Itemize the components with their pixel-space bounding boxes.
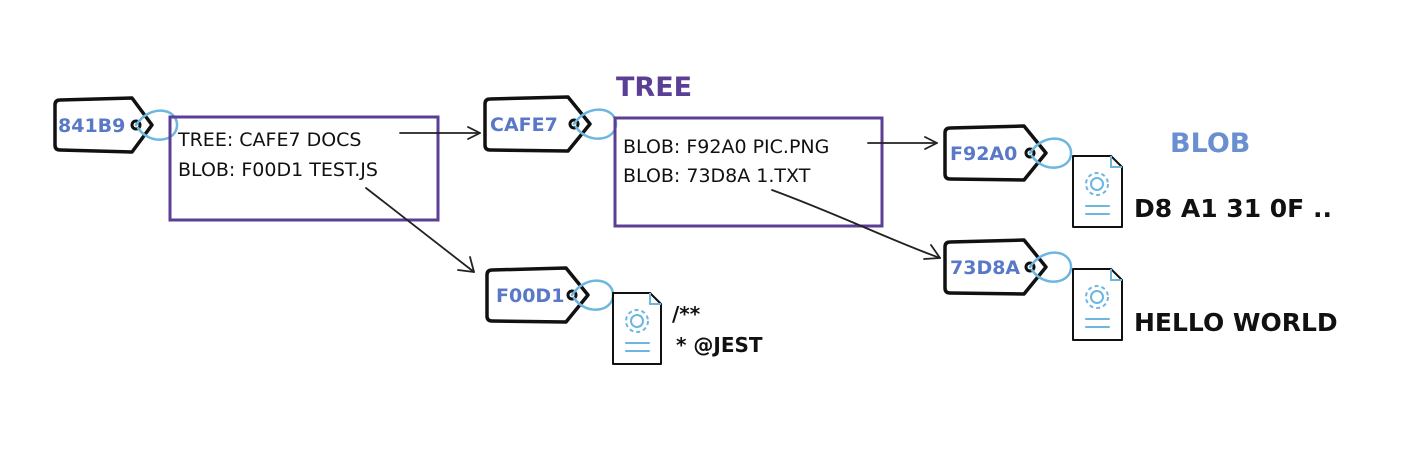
root-tree-entry-test: BLOB: F00D1 TEST.JS — [178, 159, 378, 181]
tag-73d8a: 73D8A — [943, 238, 1073, 296]
document-gear-icon — [612, 292, 662, 365]
tag-label: 73D8A — [950, 257, 1020, 279]
txt-blob-content: HELLO WORLD — [1134, 308, 1338, 337]
tag-label: F00D1 — [496, 285, 564, 307]
tag-841b9: 841B9 — [53, 96, 179, 154]
root-tree-entry-docs: TREE: CAFE7 DOCS — [177, 129, 362, 151]
document-gear-icon — [1072, 155, 1123, 228]
arrow-docs-to-cafe7 — [399, 126, 481, 140]
tree-type-label: TREE — [616, 72, 692, 103]
tag-icon — [53, 96, 179, 154]
docs-tree-box: BLOB: F92A0 PIC.PNG BLOB: 73D8A 1.TXT — [613, 116, 884, 228]
docs-tree-entry-pic: BLOB: F92A0 PIC.PNG — [623, 136, 829, 158]
tag-icon — [485, 266, 615, 324]
tag-label: F92A0 — [950, 143, 1017, 165]
blob-type-label: BLOB — [1170, 128, 1250, 159]
tag-label: 841B9 — [58, 115, 125, 137]
test-blob-content-line2: * @JEST — [676, 333, 763, 357]
arrow-pic-to-f92a0 — [867, 136, 938, 150]
tag-f00d1: F00D1 — [485, 266, 615, 324]
document-gear-icon — [1072, 268, 1123, 341]
arrow-txt-to-73d8a — [771, 189, 941, 260]
tag-icon — [943, 238, 1073, 296]
tag-f92a0: F92A0 — [943, 124, 1073, 182]
test-blob-content-line1: /** — [672, 302, 701, 326]
root-tree-box: TREE: CAFE7 DOCS BLOB: F00D1 TEST.JS — [168, 115, 440, 222]
arrow-test-to-f00d1 — [365, 187, 475, 273]
docs-tree-entry-txt: BLOB: 73D8A 1.TXT — [623, 165, 811, 187]
tag-label: CAFE7 — [490, 114, 558, 136]
tag-cafe7: CAFE7 — [483, 95, 618, 153]
tag-icon — [943, 124, 1073, 182]
pic-blob-content: D8 A1 31 0F .. — [1134, 194, 1332, 223]
tag-icon — [483, 95, 618, 153]
